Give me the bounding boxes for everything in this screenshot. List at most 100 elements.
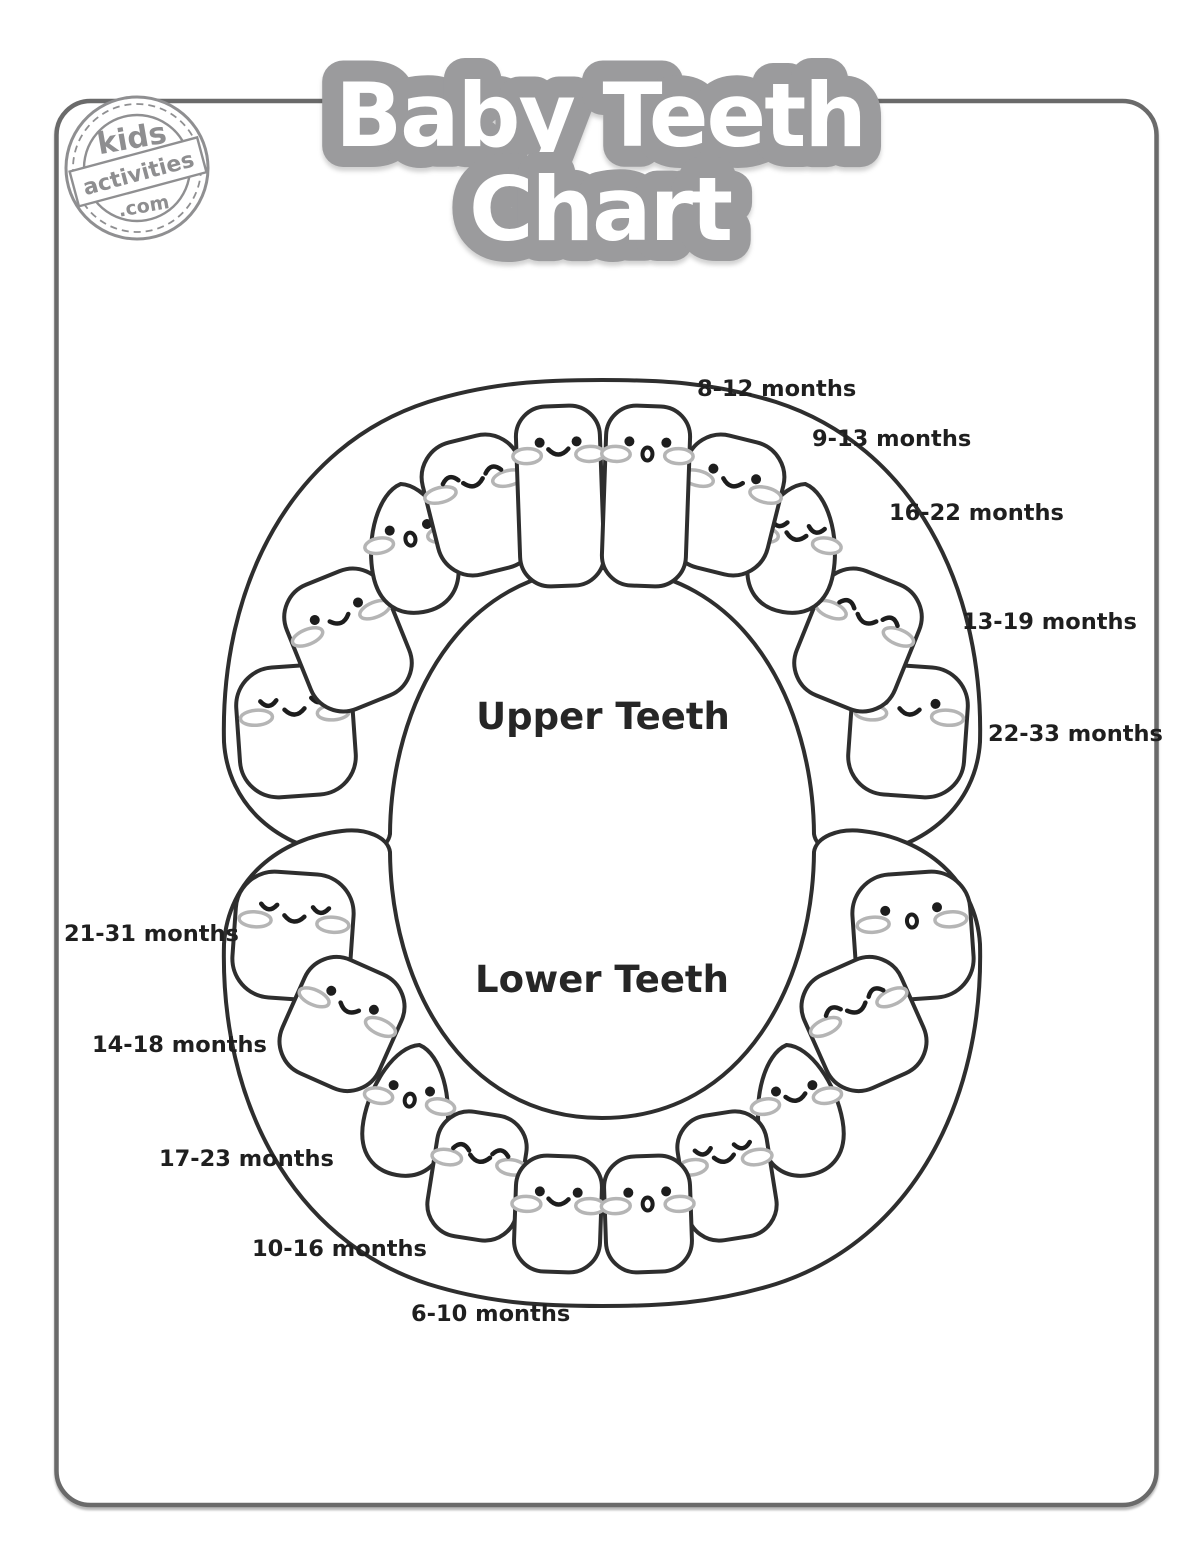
tooth-face-icon [362, 1080, 457, 1117]
eye-happy-icon [483, 464, 504, 476]
cheek-blush-icon [430, 1147, 464, 1167]
eye-dot-icon [425, 1086, 436, 1097]
eye-dot-icon [353, 597, 364, 608]
logo-banner-rect [68, 135, 208, 208]
eye-dot-icon [661, 1186, 672, 1197]
mouth-smile-icon [783, 1091, 808, 1103]
eye-closed-icon [258, 698, 279, 709]
eye-dot-icon [309, 614, 320, 625]
eye-dot-icon [534, 437, 545, 448]
mouth-smile-icon [721, 476, 746, 489]
eye-dot-icon [384, 525, 395, 536]
cheek-blush-icon [297, 986, 331, 1009]
eye-happy-icon [823, 1005, 843, 1018]
tooth-body [512, 1153, 604, 1275]
eye-dot-icon [880, 905, 891, 916]
upper-canine-months: 16-22 months [889, 500, 1064, 526]
tooth-upper-first-molar-left [282, 566, 414, 714]
mouth-smile-icon [546, 446, 571, 457]
eye-closed-icon [692, 1145, 713, 1157]
tooth-body [360, 1042, 451, 1178]
cheek-blush-icon [315, 915, 351, 935]
cheek-blush-icon [290, 625, 325, 648]
tooth-lower-canine-right [749, 1042, 846, 1178]
eye-dot-icon [708, 463, 719, 474]
tooth-face-icon [297, 985, 398, 1039]
eye-dot-icon [388, 1080, 399, 1091]
mouth-smile-icon [327, 611, 351, 626]
mouth-smile-icon [468, 1152, 493, 1164]
page-title: Baby Teeth Chart [314, 43, 888, 282]
tooth-lower-central-incisor-right [599, 1153, 696, 1275]
tooth-face-icon [749, 1080, 844, 1117]
cheek-blush-icon [748, 485, 783, 506]
tooth-face-icon [423, 464, 526, 506]
cheek-blush-icon [599, 444, 632, 464]
eye-dot-icon [807, 1080, 818, 1091]
tooth-body [599, 403, 693, 589]
cheek-blush-icon [929, 708, 966, 728]
upper-lateral-incisor-months: 9-13 months [812, 426, 971, 452]
eye-dot-icon [572, 1187, 583, 1198]
cheek-blush-icon [808, 1015, 843, 1039]
cheek-blush-icon [749, 1097, 782, 1117]
cheek-blush-icon [424, 1097, 457, 1117]
lower-first-molar-months: 14-18 months [92, 1032, 267, 1058]
lower-teeth-label: Lower Teeth [475, 958, 729, 1001]
mouth-o-icon [403, 530, 418, 548]
cheek-blush-icon [511, 446, 544, 466]
lower-central-incisor-months: 6-10 months [411, 1301, 570, 1327]
cheek-blush-icon [423, 485, 458, 506]
tooth-face-icon [680, 463, 783, 506]
eye-closed-icon [310, 905, 332, 916]
upper-central-incisor-months: 8-12 months [697, 376, 856, 402]
cheek-blush-icon [237, 910, 273, 929]
teeth-layer [230, 403, 976, 1275]
tooth-face-icon [599, 436, 695, 466]
page-title-line1: Baby Teeth [335, 64, 865, 167]
mouth-smile-icon [844, 1000, 868, 1015]
mouth-o-icon [640, 1195, 655, 1213]
mouth-o-icon [402, 1091, 417, 1109]
eye-dot-icon [770, 1086, 781, 1097]
tooth-face-icon [808, 986, 909, 1039]
cheek-blush-icon [238, 708, 275, 728]
eye-dot-icon [326, 985, 337, 996]
eye-dot-icon [623, 1187, 634, 1198]
mouth-smile-icon [282, 706, 307, 717]
lower-canine-months: 17-23 months [159, 1146, 334, 1172]
eye-closed-icon [731, 1139, 753, 1151]
cheek-blush-icon [363, 1015, 398, 1039]
cheek-blush-icon [740, 1147, 774, 1167]
eye-dot-icon [932, 902, 943, 913]
tooth-face-icon [237, 901, 351, 935]
cheek-blush-icon [362, 1086, 395, 1106]
upper-teeth-label: Upper Teeth [476, 695, 730, 738]
tooth-lower-lateral-incisor-right [675, 1109, 779, 1243]
eye-dot-icon [421, 519, 432, 530]
mouth-smile-icon [460, 476, 485, 489]
eye-closed-icon [258, 901, 280, 912]
mouth-smile-icon [784, 530, 809, 542]
tooth-upper-central-incisor-left [511, 403, 607, 589]
mouth-o-icon [640, 445, 655, 463]
lower-second-molar-months: 21-31 months [64, 921, 239, 947]
eye-happy-icon [837, 597, 857, 611]
cheek-blush-icon [662, 446, 695, 466]
cheek-blush-icon [811, 1086, 844, 1106]
tooth-upper-lateral-incisor-left [419, 432, 539, 578]
mouth-smile-icon [282, 913, 307, 924]
tooth-body [513, 403, 607, 589]
tooth-lower-first-molar-right [799, 955, 929, 1093]
cheek-blush-icon [363, 536, 396, 556]
tooth-lower-central-incisor-left [510, 1153, 607, 1275]
upper-first-molar-months: 13-19 months [962, 609, 1137, 635]
mouth-smile-icon [897, 706, 922, 717]
tooth-face-icon [599, 1186, 696, 1216]
eye-dot-icon [661, 437, 672, 448]
cheek-blush-icon [933, 910, 969, 929]
eye-happy-icon [451, 1142, 472, 1153]
cheek-blush-icon [510, 1194, 543, 1214]
eye-dot-icon [624, 436, 635, 447]
